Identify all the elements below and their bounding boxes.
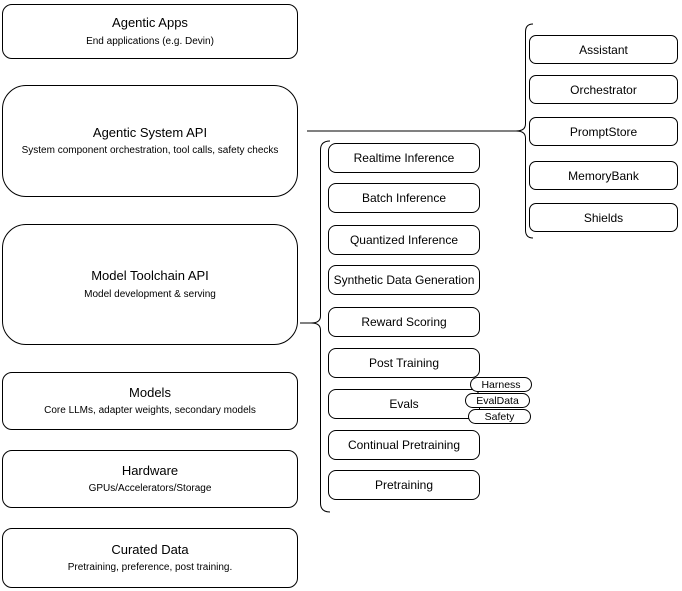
node-agentic-apps: Agentic Apps End applications (e.g. Devi…: [2, 4, 298, 59]
node-label: Batch Inference: [361, 191, 447, 205]
node-post-training: Post Training: [328, 348, 480, 378]
node-batch-inference: Batch Inference: [328, 183, 480, 213]
pill-evaldata: EvalData: [465, 393, 530, 408]
node-agentic-system-api: Agentic System API System component orch…: [2, 85, 298, 197]
node-hardware: Hardware GPUs/Accelerators/Storage: [2, 450, 298, 508]
node-subtitle: End applications (e.g. Devin): [86, 35, 214, 47]
node-pretraining: Pretraining: [328, 470, 480, 500]
node-model-toolchain-api: Model Toolchain API Model development & …: [2, 224, 298, 345]
pill-safety: Safety: [468, 409, 531, 424]
node-label: Evals: [389, 397, 419, 411]
node-subtitle: System component orchestration, tool cal…: [21, 145, 279, 157]
node-label: Quantized Inference: [349, 233, 459, 247]
node-label: Pretraining: [374, 478, 434, 492]
node-subtitle: GPUs/Accelerators/Storage: [88, 483, 212, 495]
node-models: Models Core LLMs, adapter weights, secon…: [2, 372, 298, 430]
pill-label: Safety: [484, 410, 515, 423]
node-label: Assistant: [579, 42, 628, 57]
node-subtitle: Core LLMs, adapter weights, secondary mo…: [44, 405, 256, 417]
node-title: Agentic System API: [92, 124, 208, 140]
node-quantized-inference: Quantized Inference: [328, 225, 480, 255]
node-title: Models: [129, 384, 171, 400]
node-label: Post Training: [368, 356, 440, 370]
pill-label: EvalData: [476, 394, 519, 407]
pill-label: Harness: [481, 378, 521, 391]
node-curated-data: Curated Data Pretraining, preference, po…: [2, 528, 298, 588]
node-label: Orchestrator: [570, 82, 637, 97]
node-label: Synthetic Data Generation: [333, 273, 475, 287]
node-label: Continual Pretraining: [347, 438, 461, 452]
node-title: Agentic Apps: [112, 15, 188, 31]
node-orchestrator: Orchestrator: [529, 75, 678, 104]
node-synthetic-data-generation: Synthetic Data Generation: [328, 265, 480, 295]
node-subtitle: Model development & serving: [84, 288, 216, 300]
node-promptstore: PromptStore: [529, 117, 678, 146]
node-subtitle: Pretraining, preference, post training.: [67, 562, 233, 574]
pill-harness: Harness: [470, 377, 532, 392]
node-label: Shields: [583, 210, 624, 225]
node-reward-scoring: Reward Scoring: [328, 307, 480, 337]
node-realtime-inference: Realtime Inference: [328, 143, 480, 173]
node-title: Hardware: [121, 462, 179, 478]
node-memorybank: MemoryBank: [529, 161, 678, 190]
node-title: Model Toolchain API: [91, 268, 209, 284]
node-evals: Evals: [328, 389, 480, 419]
node-title: Curated Data: [111, 541, 189, 557]
node-assistant: Assistant: [529, 35, 678, 64]
node-shields: Shields: [529, 203, 678, 232]
node-continual-pretraining: Continual Pretraining: [328, 430, 480, 460]
node-label: MemoryBank: [568, 168, 639, 183]
node-label: PromptStore: [569, 124, 638, 139]
node-label: Reward Scoring: [361, 315, 447, 329]
node-label: Realtime Inference: [353, 151, 455, 165]
